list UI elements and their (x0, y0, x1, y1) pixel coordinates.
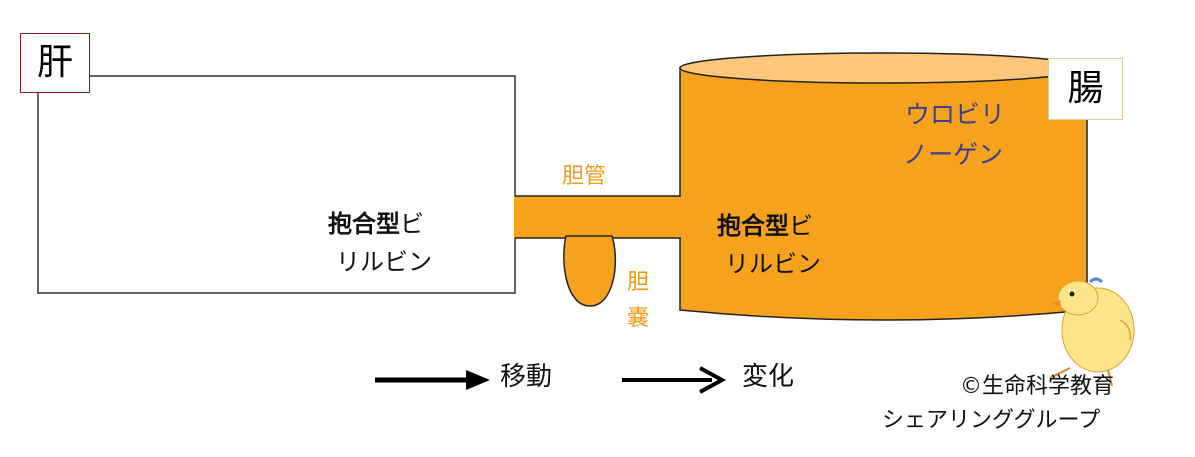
move-arrow-icon (375, 370, 490, 390)
liver-box (37, 75, 516, 294)
legend-change-label: 変化 (742, 362, 795, 392)
credit-line2: シェアリンググループ (882, 408, 1101, 433)
intestine-conjugated-bold: 抱合型 (717, 212, 789, 240)
credit-line1: ©生命科学教育 (960, 374, 1115, 399)
gallbladder-label-1: 胆 (627, 270, 650, 295)
intestine-bilirubin-line2: リルビン (725, 250, 821, 278)
liver-label: 肝 (20, 33, 90, 93)
urobilinogen-line2: ノーゲン (903, 140, 1004, 169)
liver-conjugated-bold: 抱合型 (328, 210, 400, 238)
intestine-bilirubin-part1: ビ (789, 212, 813, 240)
urobilinogen-line1: ウロビリ (905, 100, 1006, 129)
legend-move-label: 移動 (500, 362, 553, 392)
chick-mascot-icon (1049, 277, 1135, 387)
gallbladder (563, 235, 617, 307)
bile-duct-label: 胆管 (562, 164, 607, 189)
intestine-conjugated-bilirubin-label: 抱合型ビ (717, 212, 813, 241)
intestine-cylinder-top (679, 52, 1087, 84)
intestine-cylinder (679, 67, 1088, 321)
bile-duct (514, 196, 682, 238)
change-arrow-icon (622, 366, 727, 394)
gallbladder-label-2: 嚢 (627, 306, 650, 331)
liver-bilirubin-part1: ビ (400, 210, 424, 238)
liver-bilirubin-line2: リルビン (336, 248, 432, 276)
liver-conjugated-bilirubin-label: 抱合型ビ (328, 210, 424, 239)
intestine-label: 腸 (1048, 58, 1123, 120)
